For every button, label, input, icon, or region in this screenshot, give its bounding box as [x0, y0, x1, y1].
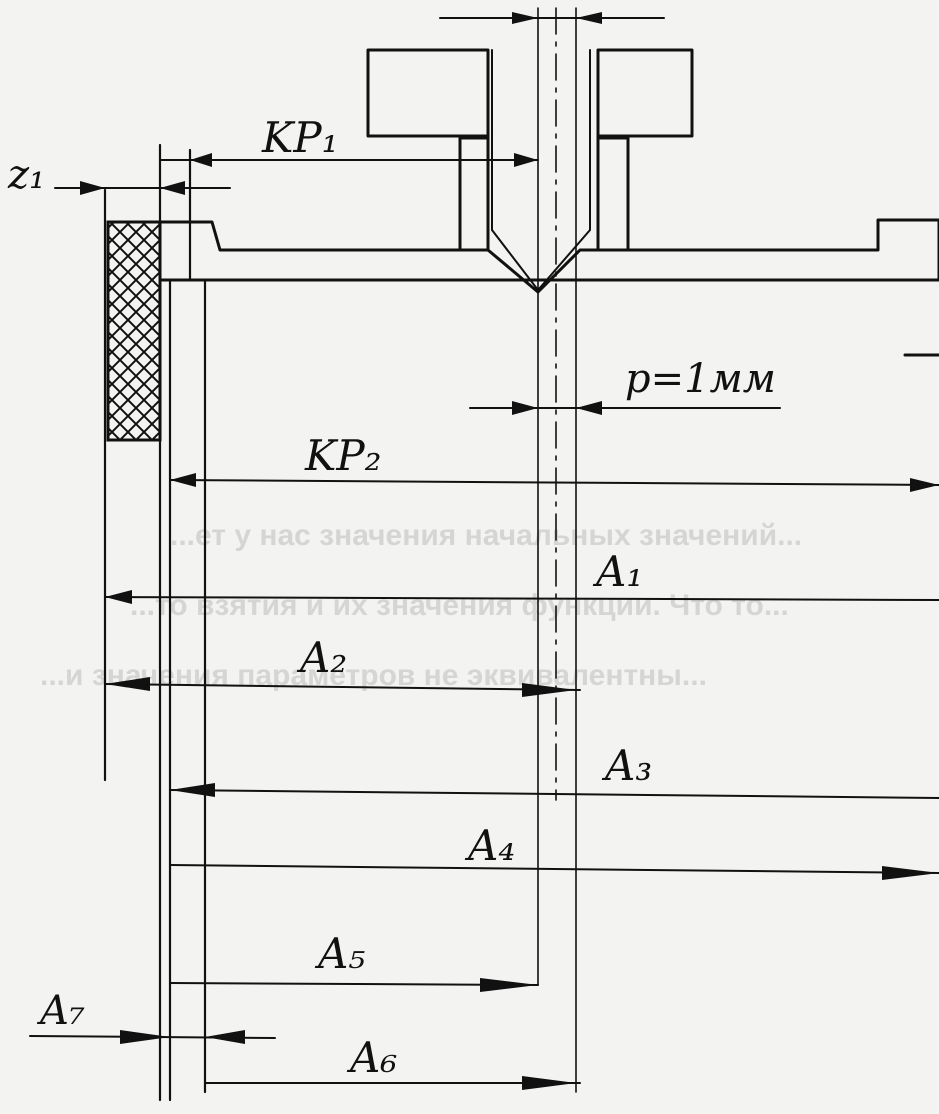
- ghost-line-2: ...то взятия и их значения функции. Что …: [130, 589, 789, 622]
- knob-section: [366, 48, 490, 140]
- label-a4: A₄: [464, 821, 515, 870]
- label-a2: A₂: [296, 633, 347, 682]
- label-a7: A₇: [36, 988, 85, 1034]
- dim-a5: A₅: [169, 929, 539, 992]
- stem-section-right: [596, 134, 630, 252]
- label-kp2: KP₂: [304, 431, 381, 480]
- label-p: p=1мм: [625, 356, 776, 402]
- label-a3: A₃: [601, 741, 652, 790]
- label-a5: A₅: [314, 929, 365, 978]
- label-a6: A₆: [346, 1033, 397, 1082]
- label-kp1: KP₁: [261, 113, 338, 162]
- label-z1: z₁: [7, 152, 45, 198]
- dim-a1: A₁: [104, 547, 939, 604]
- label-a1: A₁: [592, 547, 643, 596]
- knob-section-right: [596, 48, 694, 138]
- ghost-line-1: ...ет у нас значения начальных значений.…: [170, 519, 802, 552]
- dim-kp1: KP₁: [159, 113, 539, 167]
- crosshatched-part: [106, 220, 162, 442]
- dim-a6: A₆: [204, 1033, 581, 1090]
- dim-z1: z₁: [7, 152, 231, 198]
- dim-a3: A₃: [169, 741, 939, 799]
- dim-a2: A₂: [104, 633, 581, 697]
- dim-kp2: KP₂: [169, 431, 939, 492]
- top-dimension: [439, 12, 665, 24]
- dim-a4: A₄: [169, 821, 939, 880]
- show-through-text: ...ет у нас значения начальных значений.…: [40, 519, 802, 692]
- dim-p: p=1мм: [469, 356, 781, 415]
- stem-section-left: [458, 134, 490, 252]
- dim-a7: A₇: [29, 988, 276, 1044]
